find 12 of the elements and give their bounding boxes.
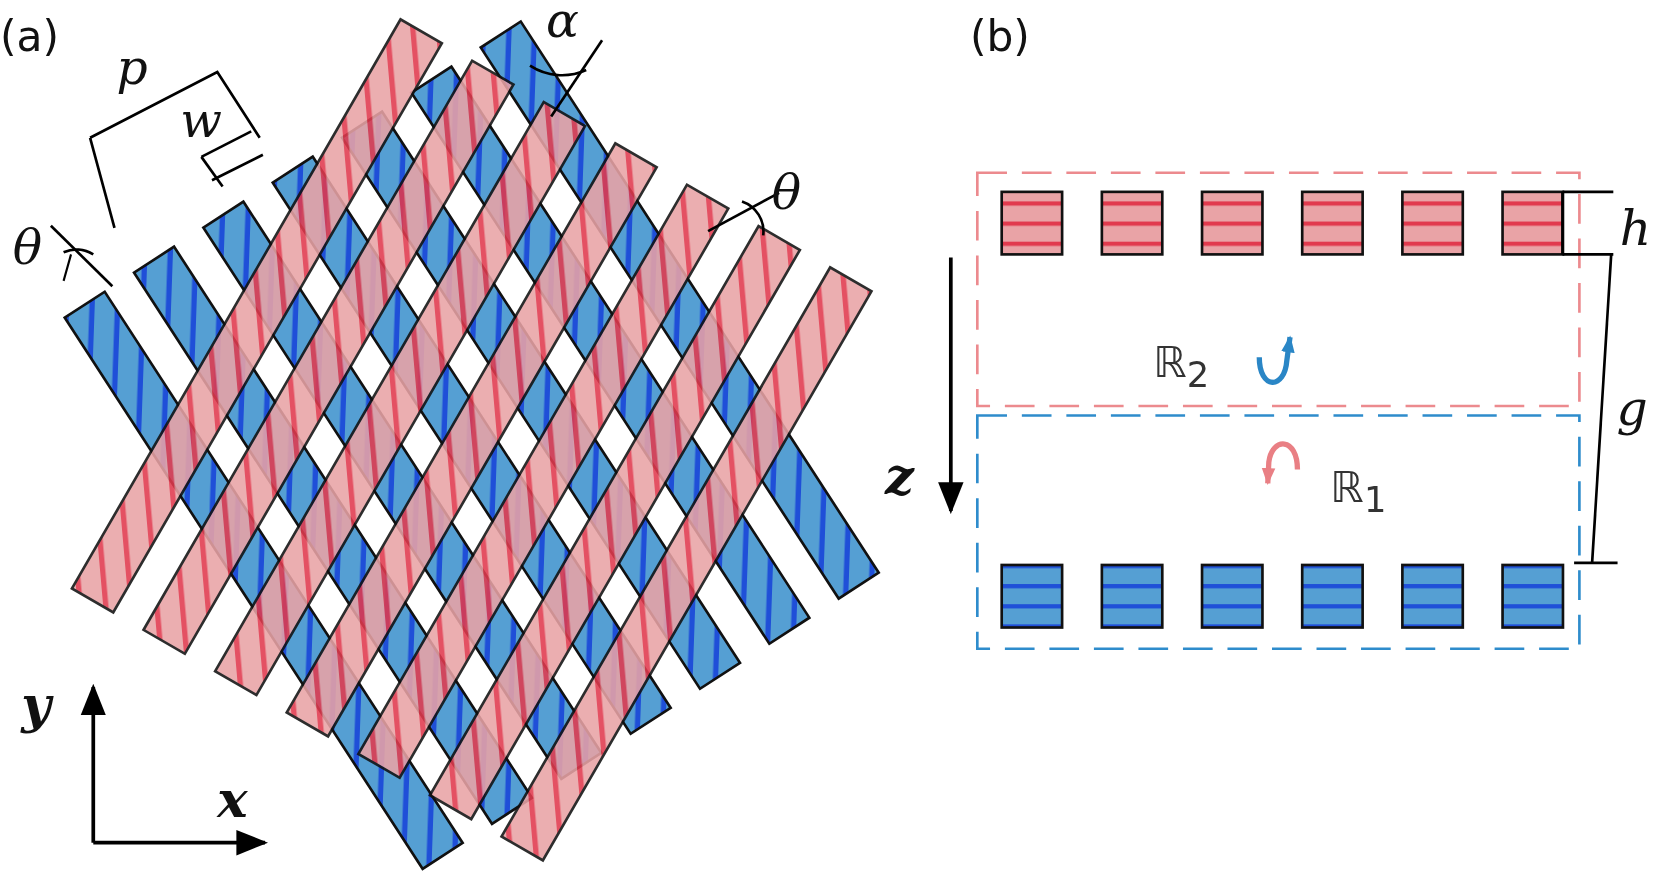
panel-label: (b) bbox=[969, 14, 1030, 58]
operator-label: ℝ$_{2}$ bbox=[1153, 341, 1210, 393]
angle-label: θ bbox=[771, 167, 802, 217]
angle-label: θ bbox=[12, 222, 43, 272]
axis-label: x bbox=[217, 773, 248, 825]
dimension-label: w bbox=[180, 95, 222, 145]
dimension-label: p bbox=[116, 42, 148, 92]
operator-label: ℝ$_{1}$ bbox=[1330, 466, 1387, 518]
panel-label: (a) bbox=[0, 14, 60, 58]
dimension-label: h bbox=[1619, 203, 1652, 253]
angle-label: α bbox=[545, 0, 579, 45]
axis-label: z bbox=[885, 450, 914, 502]
